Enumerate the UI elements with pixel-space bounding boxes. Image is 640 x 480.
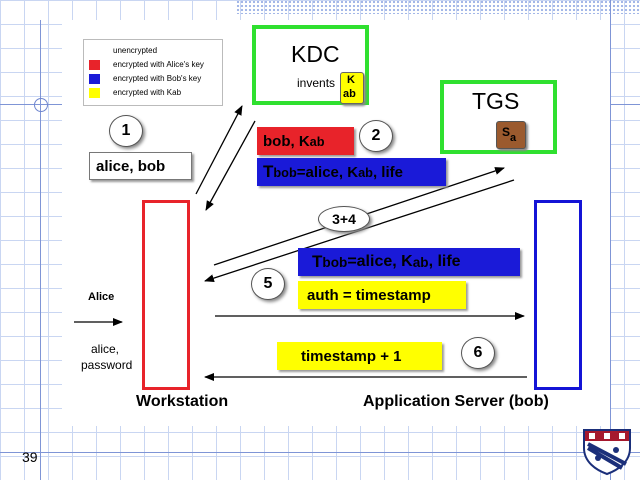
ticket-k-sub: ab xyxy=(412,254,429,270)
application-server-label: Application Server (bob) xyxy=(363,393,549,410)
ticket-t-sub: bob xyxy=(273,164,297,180)
ticket-k-sub: ab xyxy=(358,164,373,180)
sa-key-sub: a xyxy=(510,132,517,144)
ticket-t: T xyxy=(312,252,323,271)
tgs-box: TGS S a xyxy=(440,80,557,154)
workstation-label: Workstation xyxy=(136,393,229,410)
tgs-title: TGS xyxy=(472,88,520,114)
msg-alice-bob: alice, bob xyxy=(89,152,192,180)
step-5-marker: 5 xyxy=(251,268,285,300)
step-1-marker: 1 xyxy=(109,115,143,147)
legend-item-unencrypted: unencrypted xyxy=(89,45,157,56)
step-6-marker: 6 xyxy=(461,337,495,369)
step-3-4-marker: 3+4 xyxy=(318,206,370,232)
msg-auth: auth = timestamp xyxy=(298,281,466,309)
workstation-box xyxy=(142,200,190,390)
kdc-invents-label: invents xyxy=(297,76,336,90)
legend-item-kab: encrypted with Kab xyxy=(89,87,181,98)
kab-key-icon: K ab xyxy=(340,72,364,104)
page-number: 39 xyxy=(22,449,38,465)
decor-horizontal-line-bottom xyxy=(0,452,640,453)
legend-swatch xyxy=(89,73,100,84)
msg-bob-kab-sub: ab xyxy=(309,133,325,149)
kdc-box: KDC invents K ab xyxy=(252,25,369,105)
arrow-tgs-to-ws xyxy=(204,179,515,283)
legend-label: unencrypted xyxy=(113,46,158,55)
ticket-mid: =alice, K xyxy=(296,163,359,181)
decor-ring xyxy=(34,98,48,112)
kab-key-sub: ab xyxy=(343,88,356,100)
legend-item-bob-key: encrypted with Bob's key xyxy=(89,73,201,84)
legend-item-alice-key: encrypted with Alice's key xyxy=(89,59,204,70)
ticket-end: , life xyxy=(372,163,403,181)
msg-timestamp-text: timestamp + 1 xyxy=(301,347,402,365)
legend-swatch xyxy=(89,59,100,70)
sa-key-icon: S a xyxy=(496,121,526,149)
legend: unencrypted encrypted with Alice's key e… xyxy=(83,39,223,106)
kab-key-main: K xyxy=(347,74,355,86)
legend-swatch xyxy=(89,45,100,56)
sa-key-main: S xyxy=(502,125,511,139)
legend-swatch xyxy=(89,87,100,98)
legend-label: encrypted with Alice's key xyxy=(113,60,204,69)
kdc-title: KDC xyxy=(291,41,340,67)
application-server-box xyxy=(534,200,582,390)
msg-alice-bob-text: alice, bob xyxy=(96,157,166,175)
alice-label: Alice xyxy=(88,291,115,303)
credentials-line-1: alice, xyxy=(91,342,120,356)
decor-vertical-line-right xyxy=(610,0,611,480)
ticket-t: T xyxy=(263,162,274,181)
msg-bob-kab-main: bob, K xyxy=(263,132,310,150)
legend-label: encrypted with Bob's key xyxy=(113,74,202,83)
credentials-line-2: password xyxy=(81,358,133,372)
decor-vertical-line xyxy=(40,20,41,480)
ticket-end: , life xyxy=(428,253,461,270)
shield-logo-icon xyxy=(583,429,631,476)
msg-auth-text: auth = timestamp xyxy=(307,286,431,304)
arrow-kdc-to-ws xyxy=(205,120,256,211)
step-2-marker: 2 xyxy=(359,120,393,152)
msg-timestamp-plus-one: timestamp + 1 xyxy=(277,342,442,370)
ticket-mid: =alice, K xyxy=(347,253,413,270)
top-pattern-band xyxy=(236,0,640,14)
arrow-ws-to-kdc xyxy=(195,105,243,195)
ticket-t-sub: bob xyxy=(322,254,348,270)
legend-label: encrypted with Kab xyxy=(113,88,182,97)
